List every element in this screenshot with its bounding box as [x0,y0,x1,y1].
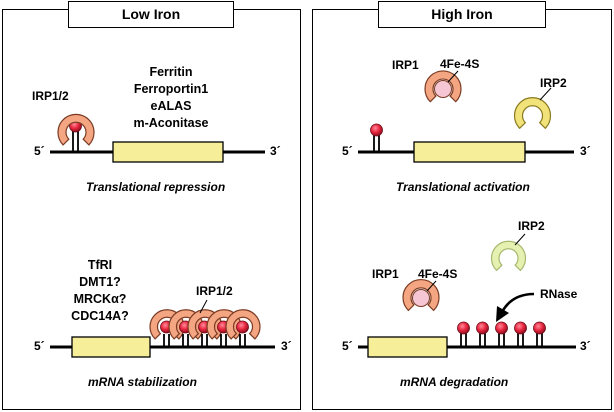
repressed-gene-list: Ferritin Ferroportin1 eALAS m-Aconitase [116,64,226,132]
high-iron-bottom-mrna [358,336,576,358]
low-iron-title: Low Iron [68,1,234,28]
ire-hairpin [69,119,82,152]
ire-irp-complex [225,309,261,347]
gene-name: Ferritin [149,65,193,79]
irp1-label: IRP1 [372,267,399,281]
orf-box [367,336,448,358]
orf-box [112,141,224,163]
fes-label: 4Fe-4S [440,57,480,71]
three-prime-label: 3´ [580,144,591,158]
irp2-protein-degraded [490,240,527,272]
high-iron-panel [312,9,612,410]
gene-name: m-Aconitase [133,116,209,130]
irp2-label-pointer [514,233,526,246]
five-prime-label: 5´ [34,144,45,158]
irp-label: IRP1/2 [32,89,69,103]
gene-name: TfRI [87,258,113,272]
top-caption: Translational activation [396,180,530,194]
five-prime-label: 5´ [34,339,45,353]
rnase-label: RNase [540,287,578,301]
ire-hairpin [476,321,489,347]
five-prime-label: 5´ [342,144,353,158]
fes-label-pointer [426,280,437,292]
low-iron-top-mrna [50,141,265,163]
three-prime-label: 3´ [270,144,281,158]
gene-name: DMT1? [79,275,121,289]
rnase-arrow [496,292,535,322]
three-prime-label: 3´ [580,339,591,353]
bottom-caption: mRNA degradation [400,375,509,389]
ire-hairpin [457,321,470,347]
fes-label: 4Fe-4S [418,267,458,281]
irp2-label: IRP2 [540,76,567,90]
gene-name: MRCKα? [73,292,127,306]
irp2-label: IRP2 [518,219,545,233]
fes-cluster [412,289,430,307]
ire-hairpin [495,321,508,347]
bottom-caption: mRNA stabilization [88,375,197,389]
irp-protein [57,113,95,146]
gene-name: eALAS [150,99,192,113]
ire-hairpin [533,321,546,347]
low-iron-bottom-mrna [50,336,275,358]
stabilized-gene-list: TfRI DMT1? MRCKα? CDC14A? [60,257,140,325]
orf-box [413,141,526,163]
low-iron-panel [2,9,301,410]
irp1-label: IRP1 [392,58,419,72]
top-caption: Translational repression [86,180,226,194]
irp-label-pointer [199,299,208,314]
irp2-protein [513,97,552,130]
irp2-label-pointer [539,87,552,101]
orf-box [71,336,151,358]
bound-ire-cluster [149,309,261,347]
high-iron-title: High Iron [378,1,546,28]
gene-name: CDC14A? [71,309,129,323]
free-ire-cluster [457,321,546,347]
irp1-fes-complex [424,70,462,103]
gene-name: Ferroportin1 [133,82,209,96]
ire-hairpin [514,321,527,347]
three-prime-label: 3´ [281,339,292,353]
irp-label: IRP1/2 [196,284,233,298]
five-prime-label: 5´ [342,339,353,353]
fes-cluster [434,80,452,98]
fes-label-pointer [447,70,459,83]
high-iron-top-mrna [358,141,574,163]
ire-hairpin [370,123,383,152]
